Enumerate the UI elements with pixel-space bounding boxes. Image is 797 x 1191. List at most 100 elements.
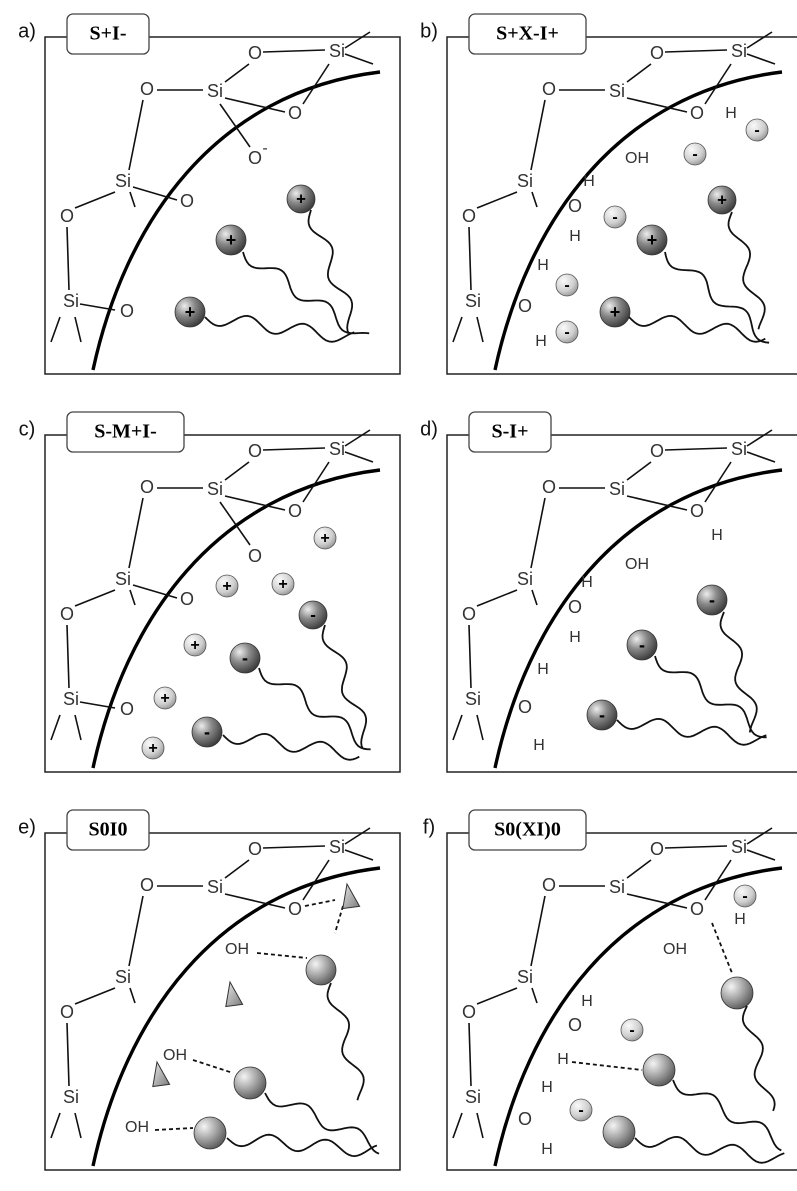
- silicon-atom: Si: [731, 439, 747, 459]
- silicon-atom: Si: [115, 569, 131, 589]
- charge-glyph: +: [647, 230, 658, 250]
- panel-frame: [44, 832, 401, 1171]
- counter-anion: -: [683, 142, 707, 166]
- hydrogen-bond: [711, 922, 733, 974]
- neutral-surfactant-head: [642, 1053, 676, 1087]
- neutral-precursor-triangle: [152, 1060, 171, 1088]
- surfactant-tail: [204, 314, 355, 343]
- ion-sphere: [620, 1018, 644, 1042]
- bond-line: [476, 987, 518, 1005]
- ion-sphere: [271, 572, 295, 596]
- silicon-atom: Si: [465, 291, 481, 311]
- surfactant-tail: [727, 211, 766, 330]
- hydroxyl-group: OH: [625, 150, 649, 167]
- bond-line: [626, 97, 688, 113]
- panel-title: S+X-I+: [496, 23, 559, 45]
- anionic-surfactant-head: -: [696, 584, 728, 616]
- bond-line: [128, 99, 144, 171]
- oxygen-atom: O: [518, 697, 532, 717]
- head-sphere: [229, 642, 261, 674]
- panel-frame: [446, 434, 797, 773]
- surfactant-tail: [321, 624, 367, 749]
- charge-glyph: +: [160, 690, 169, 707]
- counter-anion: -: [555, 320, 579, 344]
- ion-sphere: [215, 574, 239, 598]
- bond-line: [132, 186, 178, 201]
- silicon-atom: Si: [609, 877, 625, 897]
- bond-line: [74, 714, 82, 741]
- bond-line: [302, 63, 330, 105]
- ion-sphere: [683, 142, 707, 166]
- ion-sphere: [141, 736, 165, 760]
- panel-letter: a): [18, 20, 36, 42]
- bond-line: [74, 1112, 82, 1139]
- panel-letter: e): [18, 816, 36, 838]
- oxygen-atom: O: [568, 597, 582, 617]
- hydrogen-atom: H: [734, 911, 746, 928]
- counter-anion: -: [745, 118, 769, 142]
- bond-line: [344, 53, 374, 65]
- silicon-atom: Si: [207, 479, 223, 499]
- panel-title: S+I-: [90, 23, 127, 45]
- oxygen-atom: O: [650, 839, 664, 859]
- panel-title-box: [468, 13, 587, 55]
- bond-line: [746, 849, 776, 861]
- panel-title-box: [468, 411, 552, 453]
- oxygen-atom: O: [462, 604, 476, 624]
- bond-line: [664, 447, 728, 451]
- oxygen-atom: O: [60, 604, 74, 624]
- charge-glyph: -: [612, 209, 617, 226]
- silicon-atom: Si: [115, 967, 131, 987]
- neutral-precursor-triangle: [342, 882, 361, 910]
- head-sphere: [191, 716, 223, 748]
- silicon-atom: Si: [329, 439, 345, 459]
- neutral-surfactant-head: [720, 976, 754, 1010]
- bond-line: [344, 429, 371, 447]
- charge-glyph: -: [599, 705, 605, 725]
- hydrogen-atom: H: [583, 173, 595, 190]
- silicon-atom: Si: [329, 41, 345, 61]
- charge-glyph: +: [278, 576, 287, 593]
- hydrogen-bond: [192, 1059, 234, 1074]
- panel-letter: d): [420, 418, 438, 440]
- bond-line: [129, 589, 136, 606]
- hydrogen-atom: H: [569, 228, 581, 245]
- hydroxyl-group: OH: [625, 556, 649, 573]
- head-sphere: [599, 296, 631, 328]
- hydrogen-atom: H: [557, 1051, 569, 1068]
- charge-glyph: -: [742, 888, 747, 905]
- hydroxyl-group: OH: [125, 1119, 149, 1136]
- metal-cation: +: [153, 686, 177, 710]
- bond-line: [66, 1022, 70, 1087]
- ion-sphere: [555, 273, 579, 297]
- bond-line: [128, 497, 144, 569]
- head-sphere: [642, 1053, 676, 1087]
- head-sphere: [215, 224, 247, 256]
- charge-glyph: -: [709, 590, 715, 610]
- oxygen-atom: O: [120, 301, 134, 321]
- bond-line: [344, 849, 374, 861]
- oxygen-atom: O: [140, 875, 154, 895]
- bond-line: [746, 429, 773, 447]
- surfactant-tail: [258, 667, 371, 751]
- ion-sphere: [555, 320, 579, 344]
- panel-title: S0(XI)0: [494, 819, 561, 841]
- bond-line: [224, 97, 286, 113]
- counter-anion: -: [620, 1018, 644, 1042]
- bond-line: [302, 461, 330, 503]
- bond-line: [129, 191, 136, 208]
- surfactant-tail: [326, 982, 365, 1101]
- panel-frame: [44, 36, 401, 375]
- oxygen-atom: O: [462, 206, 476, 226]
- hydrogen-bond: [154, 1127, 194, 1131]
- hydrogen-atom: H: [535, 333, 547, 350]
- bond-line: [344, 827, 371, 845]
- bond-line: [530, 497, 546, 569]
- oxygen-atom: O: [248, 441, 262, 461]
- oxygen-atom: O: [248, 546, 262, 566]
- panel-frame: [446, 832, 797, 1171]
- charge-glyph: -: [754, 122, 759, 139]
